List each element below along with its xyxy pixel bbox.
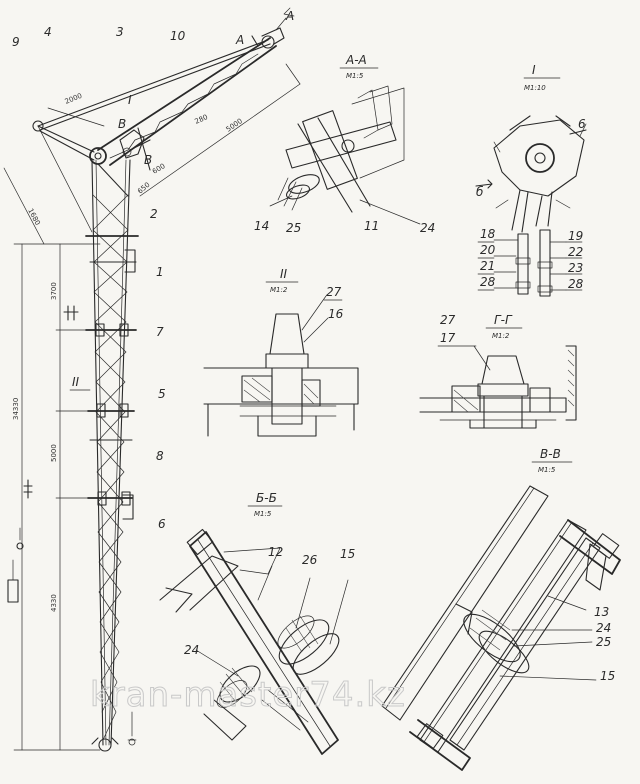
section-gg-scale: М1:2: [492, 332, 510, 340]
main-part-labels: 9 4 3 10 1 7 5 8 6 2 А А В В I II: [12, 9, 294, 531]
section-vv-title: В-В: [540, 447, 561, 461]
section-aa-title: А-А: [345, 53, 367, 67]
detail-ii-part-16: 16: [328, 307, 344, 321]
dim-3700: 3700: [50, 282, 58, 300]
label-5: 5: [158, 387, 166, 401]
detail-i-part-28b: 28: [568, 277, 584, 291]
dim-600: 600: [151, 162, 167, 176]
dim-1680: 1680: [26, 207, 41, 226]
section-gg-part-27: 27: [440, 313, 456, 327]
detail-ii-title: II: [280, 267, 288, 281]
section-vv: В-В М1:5 13 24 25 15: [381, 447, 621, 771]
dim-5000-mast: 5000: [50, 444, 58, 462]
label-9: 9: [12, 35, 20, 49]
detail-ii: II М1:2 27 16: [203, 267, 359, 437]
label-10: 10: [170, 29, 186, 43]
crane-mast: [85, 159, 139, 752]
section-vv-part-15: 15: [600, 669, 615, 683]
detail-i-title: I: [532, 63, 536, 77]
label-view-a-boom: А: [235, 33, 244, 47]
detail-i-part-20: 20: [480, 243, 496, 257]
detail-i-part-28: 28: [480, 275, 496, 289]
label-1: 1: [156, 265, 164, 279]
section-bb-part-26: 26: [302, 553, 318, 567]
detail-ii-part-27: 27: [326, 285, 342, 299]
label-6: 6: [158, 517, 166, 531]
dimension-lines: [3, 63, 301, 751]
label-2: 2: [150, 207, 158, 221]
detail-i-part-23: 23: [568, 261, 583, 275]
label-4: 4: [44, 25, 52, 39]
aa-part-25: 25: [286, 221, 301, 235]
aa-part-14: 14: [254, 219, 269, 233]
dim-34330: 34330: [12, 398, 20, 420]
section-bb-title: Б-Б: [256, 491, 277, 505]
dimension-texts: 2000 5000 1680 3700 5000 4330 34330 280 …: [12, 92, 244, 612]
section-aa: А-А М1:5 14 25 11 24: [254, 53, 435, 235]
label-3: 3: [116, 25, 124, 39]
section-gg: Г-Г М1:2 27 17: [419, 313, 577, 429]
detail-i: I М1:10 б 6 18 20 21 28 19 22 23 28: [475, 63, 587, 297]
section-gg-part-17: 17: [440, 331, 456, 345]
section-vv-scale: М1:5: [538, 466, 556, 474]
aa-part-24: 24: [420, 221, 435, 235]
detail-ii-scale: М1:2: [270, 286, 288, 294]
label-7: 7: [156, 325, 164, 339]
section-gg-title: Г-Г: [494, 313, 513, 327]
aa-part-11: 11: [364, 219, 379, 233]
detail-i-part-22: 22: [568, 245, 583, 259]
dim-280: 280: [194, 113, 209, 126]
detail-i-part-21: 21: [480, 259, 495, 273]
detail-i-arrow-left: б: [476, 185, 484, 199]
section-bb: Б-Б М1:5 12 26 15 24: [159, 491, 355, 755]
section-bb-part-12: 12: [268, 545, 283, 559]
label-8: 8: [156, 449, 164, 463]
section-bb-part-15: 15: [340, 547, 355, 561]
section-bb-part-24: 24: [184, 643, 199, 657]
section-bb-scale: М1:5: [254, 510, 272, 518]
label-roman-ii: II: [72, 375, 80, 389]
dim-2000: 2000: [64, 92, 84, 106]
section-aa-scale: М1:5: [346, 72, 364, 80]
detail-i-part-6: 6: [578, 117, 586, 131]
section-vv-part-24: 24: [596, 621, 611, 635]
detail-i-part-19: 19: [568, 229, 583, 243]
dim-650: 650: [136, 181, 151, 196]
watermark: kran-master74.kz: [90, 675, 406, 715]
label-view-a: А: [285, 9, 294, 23]
detail-i-part-18: 18: [480, 227, 496, 241]
crane-boom: [32, 7, 295, 233]
dim-5000-boom: 5000: [225, 117, 244, 134]
label-roman-i: I: [128, 93, 132, 107]
label-view-b: В: [118, 117, 126, 131]
dim-4330: 4330: [50, 594, 58, 612]
label-view-b-lower: В: [144, 153, 152, 167]
detail-i-scale: М1:10: [524, 84, 546, 92]
section-vv-part-13: 13: [594, 605, 609, 619]
section-vv-part-25: 25: [596, 635, 611, 649]
